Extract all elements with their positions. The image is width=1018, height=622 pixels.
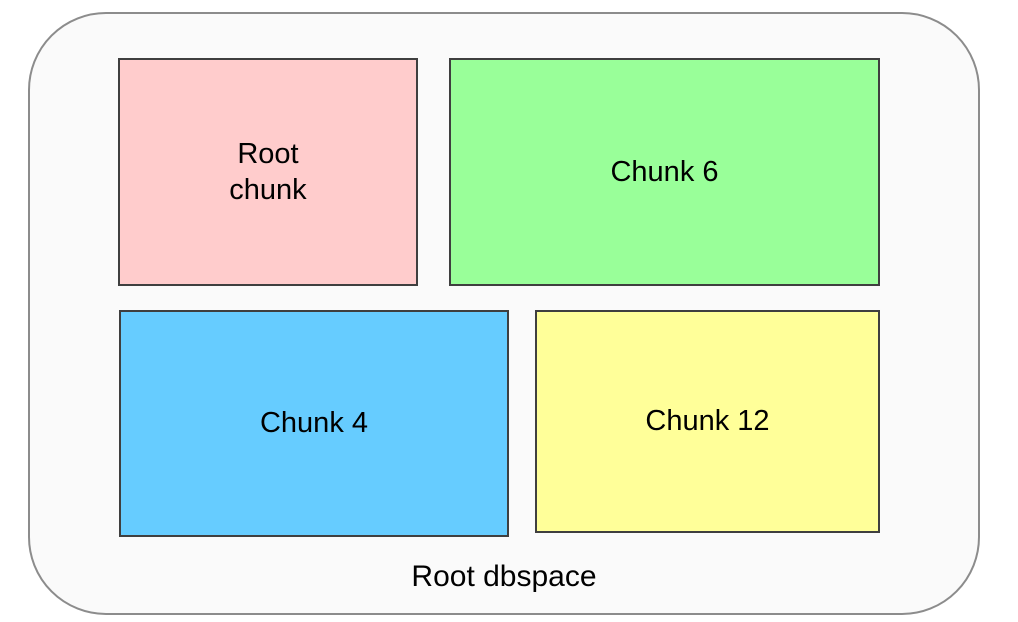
chunk-4-label: Chunk 4 <box>259 407 368 440</box>
root-dbspace-caption: Root dbspace <box>411 560 597 593</box>
chunk-4-box: Chunk 4 <box>119 310 509 537</box>
chunk-12-box: Chunk 12 <box>535 310 880 533</box>
chunk-6-box: Chunk 6 <box>449 58 880 286</box>
chunk-12-label: Chunk 12 <box>645 405 770 438</box>
root-chunk-box: Root chunk <box>118 58 418 286</box>
chunk-6-label: Chunk 6 <box>610 155 719 188</box>
root-chunk-label: Root chunk <box>229 137 307 206</box>
